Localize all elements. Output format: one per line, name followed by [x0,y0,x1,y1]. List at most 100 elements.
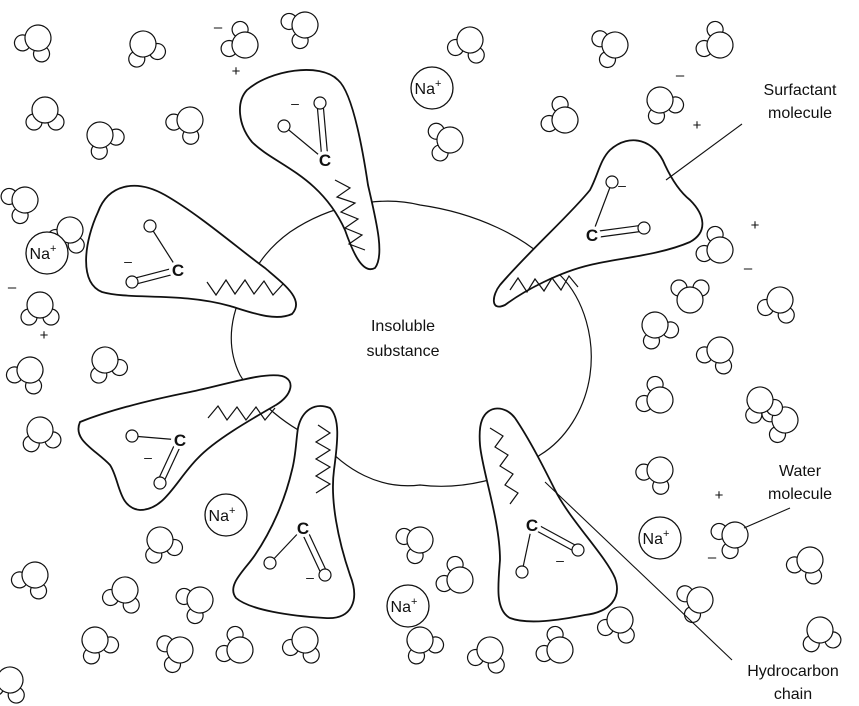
oxygen-atom [637,221,651,235]
surfactant-molecule [478,407,618,623]
water-molecule [90,346,129,384]
water-molecule [22,416,62,453]
water-molecule [281,626,320,664]
plus-charge: + [232,63,241,80]
insoluble-label-line2: substance [367,343,440,360]
oxygen-atom [263,556,277,570]
minus-charge: – [744,260,753,277]
hydrocarbon-pointer [544,481,733,661]
hydrocarbon-label-line1: Hydrocarbon [747,663,839,680]
water-molecule [635,456,674,495]
water-molecule [695,336,734,375]
plus-charge: + [715,487,724,504]
water-molecule [785,546,824,585]
water-molecule [165,106,204,145]
plus-charge: + [693,117,702,134]
surfactant-molecule [239,69,381,271]
water-molecule [25,96,65,131]
water-molecule [395,526,434,565]
svg-text:Na+: Na+ [643,528,670,548]
carbon-atom: C [319,151,331,170]
sodium-ion: Na+ [204,493,248,537]
oxygen-atom [605,175,619,189]
negative-charge: – [291,95,299,111]
carboxylate-head: C– [125,429,189,490]
water-molecule [641,311,680,350]
svg-text:Na+: Na+ [30,243,57,263]
water-molecule [466,636,505,674]
water-molecule [435,555,474,594]
water-molecule [175,586,214,625]
minus-charge: – [214,19,223,36]
oxygen-atom [125,429,139,443]
oxygen-atom [313,96,327,110]
water-molecule [646,86,685,125]
water-molecule [745,386,784,424]
water-molecule [710,521,749,560]
water-molecule [86,121,125,160]
sodium-ions: Na+ Na+ Na+ Na+ Na+ [25,66,682,628]
sodium-ion: Na+ [386,584,430,628]
water-molecule [156,635,194,674]
carboxylate-head: C– [515,516,585,579]
surfactant-molecule [85,184,298,318]
surfactant-pointer [665,123,743,181]
water-molecule [670,279,710,314]
water-molecule [81,626,120,665]
negative-charge: – [306,569,314,585]
oxygen-atom [143,219,157,233]
hydrocarbon-label-line2: chain [774,686,812,703]
sodium-ion: Na+ [25,231,69,275]
minus-charge: – [676,67,685,84]
water-label-line2: molecule [768,486,832,503]
water-molecule [215,625,254,664]
oxygen-atom [571,543,585,557]
surfactant-label-line1: Surfactant [764,82,837,99]
water-molecule [10,561,49,600]
water-molecule [591,30,629,69]
carboxylate-head: C– [124,219,187,289]
carbon-atom: C [174,431,186,450]
water-molecule [145,526,184,564]
carboxylate-head: C– [583,175,651,245]
water-molecule [280,11,319,50]
negative-charge: – [144,449,152,465]
sodium-ion: Na+ [638,516,682,560]
negative-charge: – [556,552,564,568]
negative-charge: – [618,177,626,193]
water-molecule [802,616,842,653]
water-molecule [128,30,167,68]
water-molecule [427,122,464,162]
svg-text:Na+: Na+ [391,596,418,616]
water-charges: –+–++––++– [8,19,760,566]
water-molecule [220,20,259,59]
carbon-atom: C [172,261,184,280]
minus-charge: – [708,549,717,566]
insoluble-label-line1: Insoluble [371,318,435,335]
water-molecule [5,356,44,395]
water-molecule [0,666,25,704]
sodium-ion: Na+ [410,66,454,110]
oxygen-atom [515,565,529,579]
carbon-atom: C [526,516,538,535]
water-molecule [535,625,574,664]
water-molecule [756,286,795,324]
svg-text:Na+: Na+ [415,78,442,98]
water-molecule [0,186,39,225]
water-molecule [406,626,445,665]
water-molecule [676,585,714,624]
water-molecule [596,606,635,644]
minus-charge: – [8,279,17,296]
water-molecule [101,576,140,614]
water-molecule [20,291,60,326]
surfactant-molecule [232,405,355,619]
oxygen-atom [318,568,332,582]
water-molecule [695,20,734,59]
plus-charge: + [751,217,760,234]
water-molecule [695,225,734,264]
oxygen-atom [277,119,291,133]
water-molecule [13,24,52,63]
surfactant-label-line2: molecule [768,105,832,122]
